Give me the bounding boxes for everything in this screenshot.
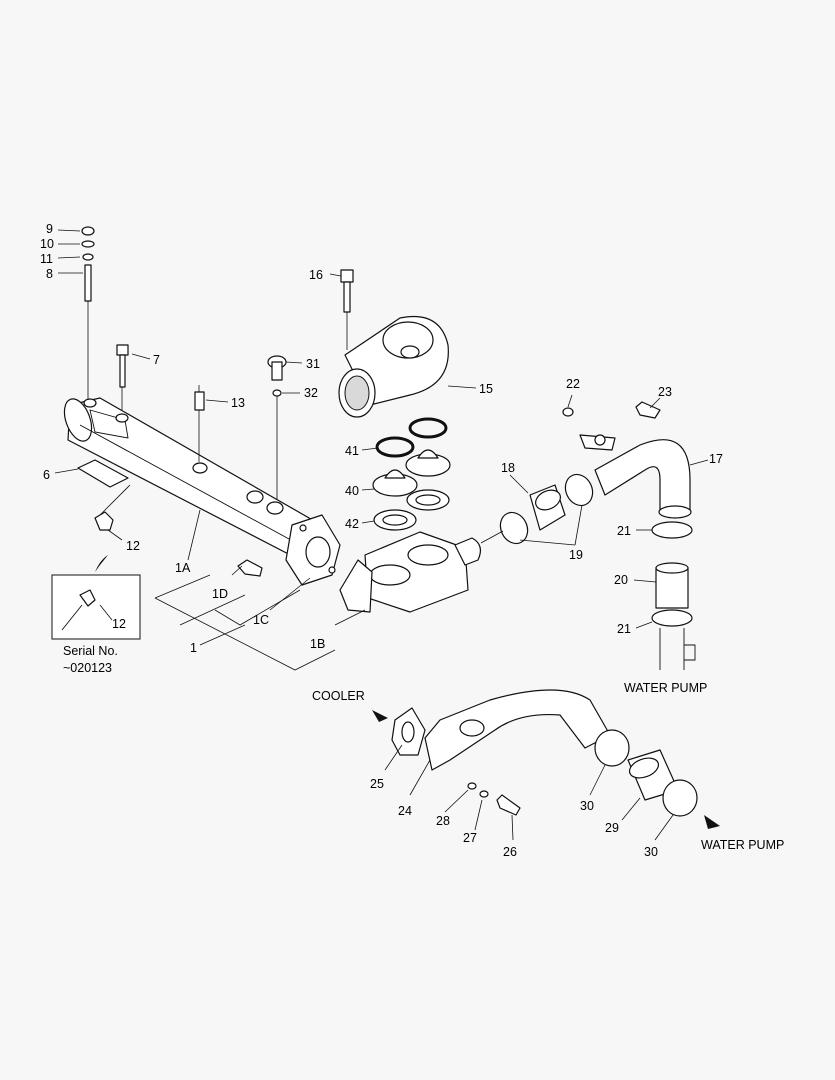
thermostat-40	[372, 449, 451, 497]
label-28: 28	[436, 814, 450, 828]
stud-assembly	[81, 226, 95, 400]
label-13: 13	[231, 396, 245, 410]
bolt-26	[496, 794, 521, 816]
pipe-17	[579, 434, 692, 519]
label-12-inset: 12	[112, 617, 126, 631]
label-18: 18	[501, 461, 515, 475]
clamps-19	[499, 473, 594, 545]
gasket-42	[373, 489, 450, 531]
label-30b: 30	[644, 845, 658, 859]
washer-28	[467, 782, 477, 790]
label-21a: 21	[617, 524, 631, 538]
label-10: 10	[40, 237, 54, 251]
gasket-25	[391, 707, 426, 756]
water-pump-pipe-top	[659, 628, 696, 670]
o-ring-41a	[375, 436, 415, 458]
bolt-16	[340, 269, 354, 350]
label-1C: 1C	[253, 613, 269, 627]
label-22: 22	[566, 377, 580, 391]
label-27: 27	[463, 831, 477, 845]
bolt-31	[267, 355, 287, 500]
washer-27	[479, 790, 489, 798]
serial-number: ~020123	[63, 661, 112, 675]
bolt-23	[635, 401, 661, 419]
label-21b: 21	[617, 622, 631, 636]
serial-label: Serial No.	[63, 644, 118, 658]
arrow-water-pump	[704, 815, 720, 829]
thermostat-cover-15	[338, 315, 449, 418]
assembly-bracket	[154, 574, 336, 671]
label-1D: 1D	[212, 587, 228, 601]
cooler-label: COOLER	[312, 689, 365, 703]
label-19: 19	[569, 548, 583, 562]
o-ring-41b	[408, 417, 448, 439]
label-23: 23	[658, 385, 672, 399]
serial-inset	[51, 555, 141, 640]
clamp-30-upper	[594, 729, 630, 767]
label-6: 6	[43, 468, 50, 482]
hose-18	[529, 484, 566, 531]
water-pump-label-bottom: WATER PUMP	[701, 838, 784, 852]
label-1A: 1A	[175, 561, 191, 575]
label-32: 32	[304, 386, 318, 400]
label-1B: 1B	[310, 637, 325, 651]
label-25: 25	[370, 777, 384, 791]
clamp-30-lower	[662, 779, 698, 817]
label-9: 9	[46, 222, 53, 236]
label-1: 1	[190, 641, 197, 655]
label-15: 15	[479, 382, 493, 396]
label-40: 40	[345, 484, 359, 498]
label-7: 7	[153, 353, 160, 367]
plug-12	[94, 511, 114, 531]
arrow-cooler	[372, 710, 388, 722]
label-41: 41	[345, 444, 359, 458]
label-20: 20	[614, 573, 628, 587]
label-16: 16	[309, 268, 323, 282]
part-labels: 9 10 11 8 7 13 31 32 16 15 41 40 42 6 12…	[40, 222, 784, 859]
label-29: 29	[605, 821, 619, 835]
sensor-13	[194, 385, 205, 462]
label-42: 42	[345, 517, 359, 531]
leader-lines	[54, 229, 709, 841]
water-pump-label-top: WATER PUMP	[624, 681, 707, 695]
bolt-7	[116, 344, 129, 410]
label-17: 17	[709, 452, 723, 466]
thermostat-housing-1B	[339, 531, 482, 613]
label-8: 8	[46, 267, 53, 281]
hose-20	[655, 562, 689, 609]
gasket-6	[77, 459, 129, 488]
label-30a: 30	[580, 799, 594, 813]
label-26: 26	[503, 845, 517, 859]
manifold-pipe	[63, 397, 341, 586]
cooler-pipe-24	[424, 689, 611, 771]
label-12: 12	[126, 539, 140, 553]
clamp-21-upper	[651, 521, 693, 539]
bolt-1D	[237, 559, 263, 577]
clamp-21-lower	[651, 609, 693, 627]
label-31: 31	[306, 357, 320, 371]
label-11: 11	[40, 252, 53, 266]
washer-22	[562, 407, 574, 417]
label-24: 24	[398, 804, 412, 818]
